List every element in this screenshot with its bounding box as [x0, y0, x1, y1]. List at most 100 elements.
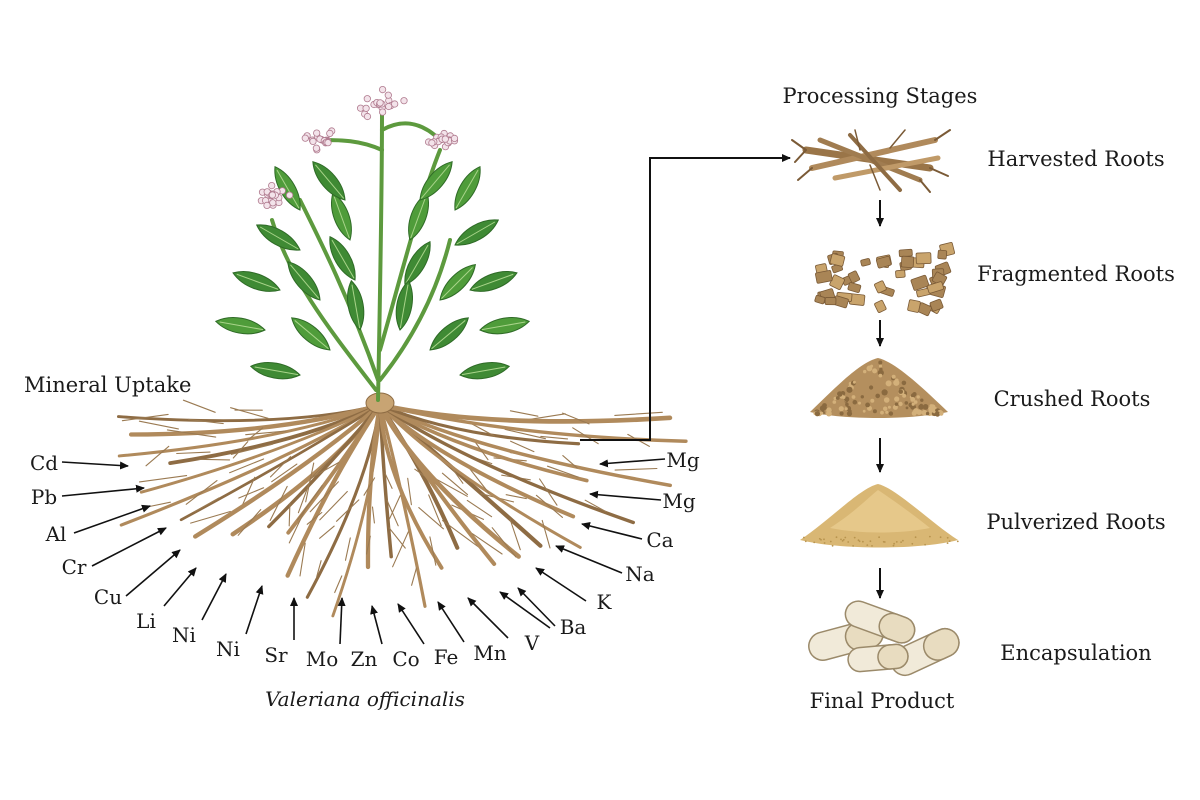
- crushed-grain: [920, 398, 924, 402]
- root-hair: [505, 494, 527, 500]
- uptake-arrow: [337, 597, 346, 645]
- element-label-mg: Mg: [666, 448, 699, 472]
- powder-speck: [902, 539, 904, 542]
- powder-speck: [858, 540, 861, 543]
- crushed-grain: [878, 373, 883, 378]
- crushed-grain: [916, 395, 920, 399]
- powder-speck: [929, 535, 931, 538]
- crushed-grain: [892, 404, 898, 410]
- uptake-arrow: [91, 527, 167, 567]
- powder-speck: [866, 544, 869, 546]
- crushed-grain: [815, 412, 820, 416]
- root-hair: [145, 445, 170, 467]
- uptake-arrow: [589, 490, 662, 501]
- root-hair: [146, 501, 171, 508]
- flower-cluster: [356, 86, 408, 121]
- crushed-grain: [894, 396, 900, 402]
- crushed-grain: [879, 367, 883, 371]
- leaf: [329, 235, 356, 281]
- crushed-grain: [838, 406, 844, 412]
- crushed-grain: [883, 397, 890, 403]
- crushed-grain: [885, 380, 892, 387]
- root-strand: [378, 403, 672, 488]
- stage-label-fragmented: Fragmented Roots: [977, 262, 1175, 286]
- uptake-arrow: [499, 591, 551, 629]
- powder-speck: [852, 545, 854, 547]
- root-hair: [299, 542, 306, 577]
- root-fragment: [915, 252, 932, 265]
- root-hair: [296, 484, 323, 521]
- leaf: [419, 161, 453, 201]
- element-label-sr: Sr: [264, 643, 288, 667]
- root-hair: [491, 527, 517, 558]
- leaf: [408, 192, 429, 241]
- root-hair: [190, 510, 231, 524]
- root-hair: [441, 472, 469, 496]
- powder-speck: [948, 540, 951, 542]
- crushed-grain: [928, 406, 934, 412]
- powder-speck: [869, 540, 872, 543]
- root-hair: [288, 507, 307, 544]
- flower-clusters: [257, 86, 459, 209]
- element-label-na: Na: [625, 562, 655, 586]
- root-fragment: [829, 253, 846, 267]
- crushed-grain: [904, 401, 909, 405]
- leaf: [454, 165, 481, 211]
- powder-speck: [946, 542, 949, 544]
- root-hair: [504, 428, 546, 440]
- powder-speck: [892, 544, 895, 547]
- powder-speck: [818, 537, 821, 540]
- root-hair: [389, 495, 401, 520]
- root-hair: [614, 411, 663, 416]
- powder-speck: [823, 542, 826, 544]
- root-strand: [139, 403, 382, 494]
- root-fragment: [824, 297, 837, 306]
- crushed-grain: [887, 405, 891, 409]
- root-hair: [269, 485, 288, 521]
- stage-label-crushed: Crushed Roots: [994, 387, 1151, 411]
- root-hair: [540, 435, 569, 440]
- root-fragment: [929, 298, 944, 312]
- uptake-arrow: [581, 522, 643, 540]
- uptake-arrow: [201, 573, 227, 621]
- uptake-arrow: [555, 545, 623, 574]
- crushed-grain: [921, 409, 928, 416]
- uptake-arrow: [599, 458, 666, 468]
- crushed-grain: [846, 386, 853, 393]
- root-hair: [541, 519, 551, 549]
- powder-speck: [914, 536, 917, 539]
- root-hair: [429, 536, 437, 566]
- element-label-pb: Pb: [31, 485, 57, 509]
- element-label-ni: Ni: [172, 623, 196, 647]
- crushed-grain: [870, 398, 875, 403]
- crushed-grain: [934, 411, 941, 417]
- leaf: [347, 279, 365, 331]
- leaf: [439, 264, 476, 301]
- root-strand: [378, 403, 635, 525]
- root-hair: [407, 477, 412, 506]
- root-hair: [238, 487, 265, 499]
- root-hair: [241, 476, 256, 508]
- crushed-grain: [910, 397, 916, 402]
- root-strand: [377, 402, 521, 559]
- roots-to-processing-arrow: [580, 154, 791, 441]
- crushed-grain: [862, 409, 866, 413]
- powder-speck: [946, 536, 949, 539]
- root-hair: [562, 412, 590, 425]
- root-hair: [344, 537, 351, 561]
- root-hair: [509, 518, 521, 551]
- flower-cluster: [301, 127, 336, 154]
- species-name: Valeriana officinalis: [265, 687, 465, 711]
- crushed-grain: [869, 385, 874, 390]
- leaf: [395, 279, 413, 331]
- crushed-grain: [895, 378, 899, 383]
- root-fragment: [926, 281, 944, 294]
- root-hair: [509, 410, 539, 417]
- element-label-al: Al: [45, 522, 67, 546]
- root-fragment: [910, 274, 930, 291]
- uptake-arrow: [397, 603, 425, 645]
- root-hair: [237, 509, 262, 536]
- uptake-arrow: [125, 549, 181, 597]
- flower-cluster: [257, 182, 294, 209]
